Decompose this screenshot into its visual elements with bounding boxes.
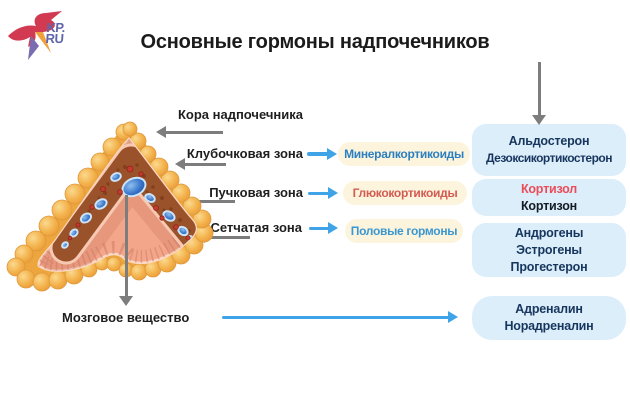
hormone-cortisol: Кортизол — [520, 181, 578, 196]
glomerulosa-to-mineralocorticoids-arrow — [307, 147, 337, 161]
fasciculata-to-glucocorticoids-arrow — [308, 187, 338, 200]
medulla-vessels — [61, 165, 196, 249]
box-sex-hormones: Андрогены Эстрогены Прогестерон — [472, 223, 626, 277]
medulla-to-adrenaline-arrow — [222, 311, 458, 324]
title-to-aldosterone-arrow — [532, 62, 547, 125]
label-medulla: Мозговое вещество — [62, 310, 190, 325]
label-zona-reticularis: Сетчатая зона — [210, 220, 302, 235]
page-title: Основные гормоны надпочечников — [140, 31, 490, 53]
hormone-cortisone: Кортизон — [520, 198, 578, 213]
hormone-deoxycorticosterone: Дезоксикортикостерон — [485, 151, 613, 165]
hormone-adrenaline: Адреналин — [515, 302, 583, 316]
hormone-androgens: Андрогены — [514, 225, 584, 240]
label-adrenal-cortex: Кора надпочечника — [177, 107, 303, 122]
hormone-estrogens: Эстрогены — [516, 242, 582, 257]
hormone-progesterone: Прогестерон — [510, 259, 588, 274]
adrenal-gland-illustration — [6, 121, 214, 292]
box-glucocorticoid-hormones: Кортизол Кортизон — [472, 179, 626, 216]
swallow-bird-icon — [8, 11, 62, 60]
pill-glucocorticoids: Глюкокортикоиды — [343, 181, 467, 205]
box-medulla-hormones: Адреналин Норадреналин — [472, 296, 626, 340]
hormone-aldosterone: Альдостерон — [508, 134, 590, 148]
cortex-pointer-arrow — [156, 125, 223, 139]
pill-mineralocorticoids: Минералкортикоиды — [338, 142, 470, 166]
kp-ru-logo: KP. RU — [6, 10, 80, 62]
label-zona-fasciculata: Пучковая зона — [209, 185, 303, 200]
glomerulosa-pointer-arrow — [175, 158, 226, 171]
box-mineralocorticoid-hormones: Альдостерон Дезоксикортикостерон — [472, 124, 626, 176]
medulla-pointer-arrow — [119, 195, 134, 306]
pill-sex-hormones: Половые гормоны — [345, 219, 463, 243]
hormone-noradrenaline: Норадреналин — [504, 319, 594, 333]
reticularis-to-sex-hormones-arrow — [309, 222, 338, 235]
label-zona-glomerulosa: Клубочковая зона — [186, 146, 303, 161]
